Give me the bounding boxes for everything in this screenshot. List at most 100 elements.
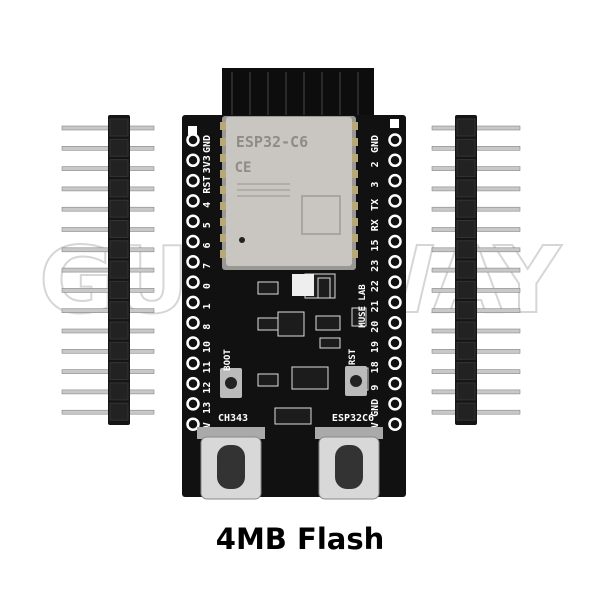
smd-component (351, 307, 367, 327)
header-segment (109, 260, 129, 279)
pin-hole (388, 376, 402, 391)
castellated-pad (220, 138, 226, 146)
right-pin-label: 2 (370, 161, 381, 167)
header-segment (109, 138, 129, 157)
right-pin-label: 21 (370, 300, 381, 312)
smd-component (317, 277, 331, 299)
header-segment (456, 260, 476, 279)
pin-hole (388, 336, 402, 350)
castellated-pad (352, 250, 358, 258)
pin-hole (388, 214, 402, 228)
right-pin-label: TX (370, 199, 381, 211)
caption: 4MB Flash (215, 522, 385, 556)
left-pin-label: 0 (202, 283, 213, 289)
smd-component (315, 315, 341, 331)
pin-hole (186, 214, 200, 228)
header-segment (456, 280, 476, 299)
left-pin-label: 11 (202, 361, 213, 373)
castellated-pad (220, 122, 226, 130)
pin-hole (186, 397, 200, 411)
header-segment (456, 382, 476, 401)
left-pin-label: 10 (202, 341, 213, 353)
header-segment (109, 321, 129, 340)
usb-c-port (217, 445, 245, 489)
ce-mark: CE (235, 160, 252, 176)
header-segment (109, 280, 129, 299)
right-pin-label: GND (370, 135, 381, 153)
castellated-pad (352, 202, 358, 210)
pin-hole (186, 336, 200, 350)
module-shield (226, 117, 352, 266)
left-pin-label: 7 (202, 263, 213, 269)
header-segment (109, 199, 129, 218)
header-segment (456, 321, 476, 340)
smd-component (274, 407, 312, 425)
pin-hole (388, 194, 402, 208)
smd-component (291, 366, 329, 390)
header-segment (456, 159, 476, 178)
smd-component (257, 281, 279, 295)
left-pin-label: 1 (202, 303, 213, 309)
pin-hole (388, 356, 402, 371)
castellated-pad (220, 234, 226, 242)
smd-component (277, 311, 305, 337)
usb-right-label: ESP32C6 (332, 413, 374, 424)
pin1-dot (239, 237, 245, 243)
pin-hole (186, 295, 200, 310)
module-label: ESP32-C6 (236, 133, 308, 151)
castellated-pad (220, 154, 226, 162)
brand-label: MUSE LAB (358, 284, 368, 328)
castellated-pad (220, 218, 226, 226)
header-segment (456, 402, 476, 421)
header-segment (456, 341, 476, 360)
pin-hole (388, 133, 402, 147)
pin-hole (388, 295, 402, 310)
right-pin-label: 3 (370, 182, 381, 188)
usb-c-pins (197, 427, 265, 439)
header-segment (456, 362, 476, 381)
header-segment (109, 220, 129, 238)
header-segment (456, 179, 476, 198)
left-pin-label: GND (202, 135, 213, 153)
castellated-pad (352, 218, 358, 226)
header-segment (456, 240, 476, 259)
castellated-pad (220, 186, 226, 194)
pin-hole (186, 234, 200, 249)
usb-left-label: CH343 (218, 413, 248, 424)
right-pin-label: 22 (370, 280, 381, 292)
pin-hole (388, 234, 402, 249)
right-pin-label: 18 (370, 361, 381, 373)
led (292, 274, 314, 296)
pin-hole (388, 397, 402, 411)
left-pin-label: 13 (202, 402, 213, 414)
pin-hole (186, 376, 200, 391)
castellated-pad (352, 138, 358, 146)
button-cap (350, 375, 362, 387)
pin-hole (388, 275, 402, 289)
pin-hole (388, 417, 402, 431)
right-pin-label: 19 (370, 341, 381, 353)
pin-hole (186, 194, 200, 208)
pin-hole (388, 315, 402, 330)
castellated-pad (352, 154, 358, 162)
header-segment (456, 118, 476, 137)
left-pin-label: 12 (202, 382, 213, 394)
right-pin-label: 15 (370, 239, 381, 251)
right-pin-label: GND (370, 399, 381, 417)
header-segment (456, 138, 476, 157)
left-pin-label: 6 (202, 242, 213, 248)
pin1-square-marker (188, 126, 197, 135)
right-pin-label: RX (370, 219, 381, 231)
header-segment (109, 179, 129, 198)
header-segment (109, 301, 129, 320)
usb-c-port (335, 445, 363, 489)
header-segment (456, 199, 476, 218)
left-pin-label: 3V3 (202, 155, 213, 173)
left-pin-label: RST (202, 176, 213, 194)
castellated-pad (220, 202, 226, 210)
header-segment (109, 159, 129, 178)
pin-hole (186, 173, 200, 188)
pin-hole (186, 315, 200, 330)
